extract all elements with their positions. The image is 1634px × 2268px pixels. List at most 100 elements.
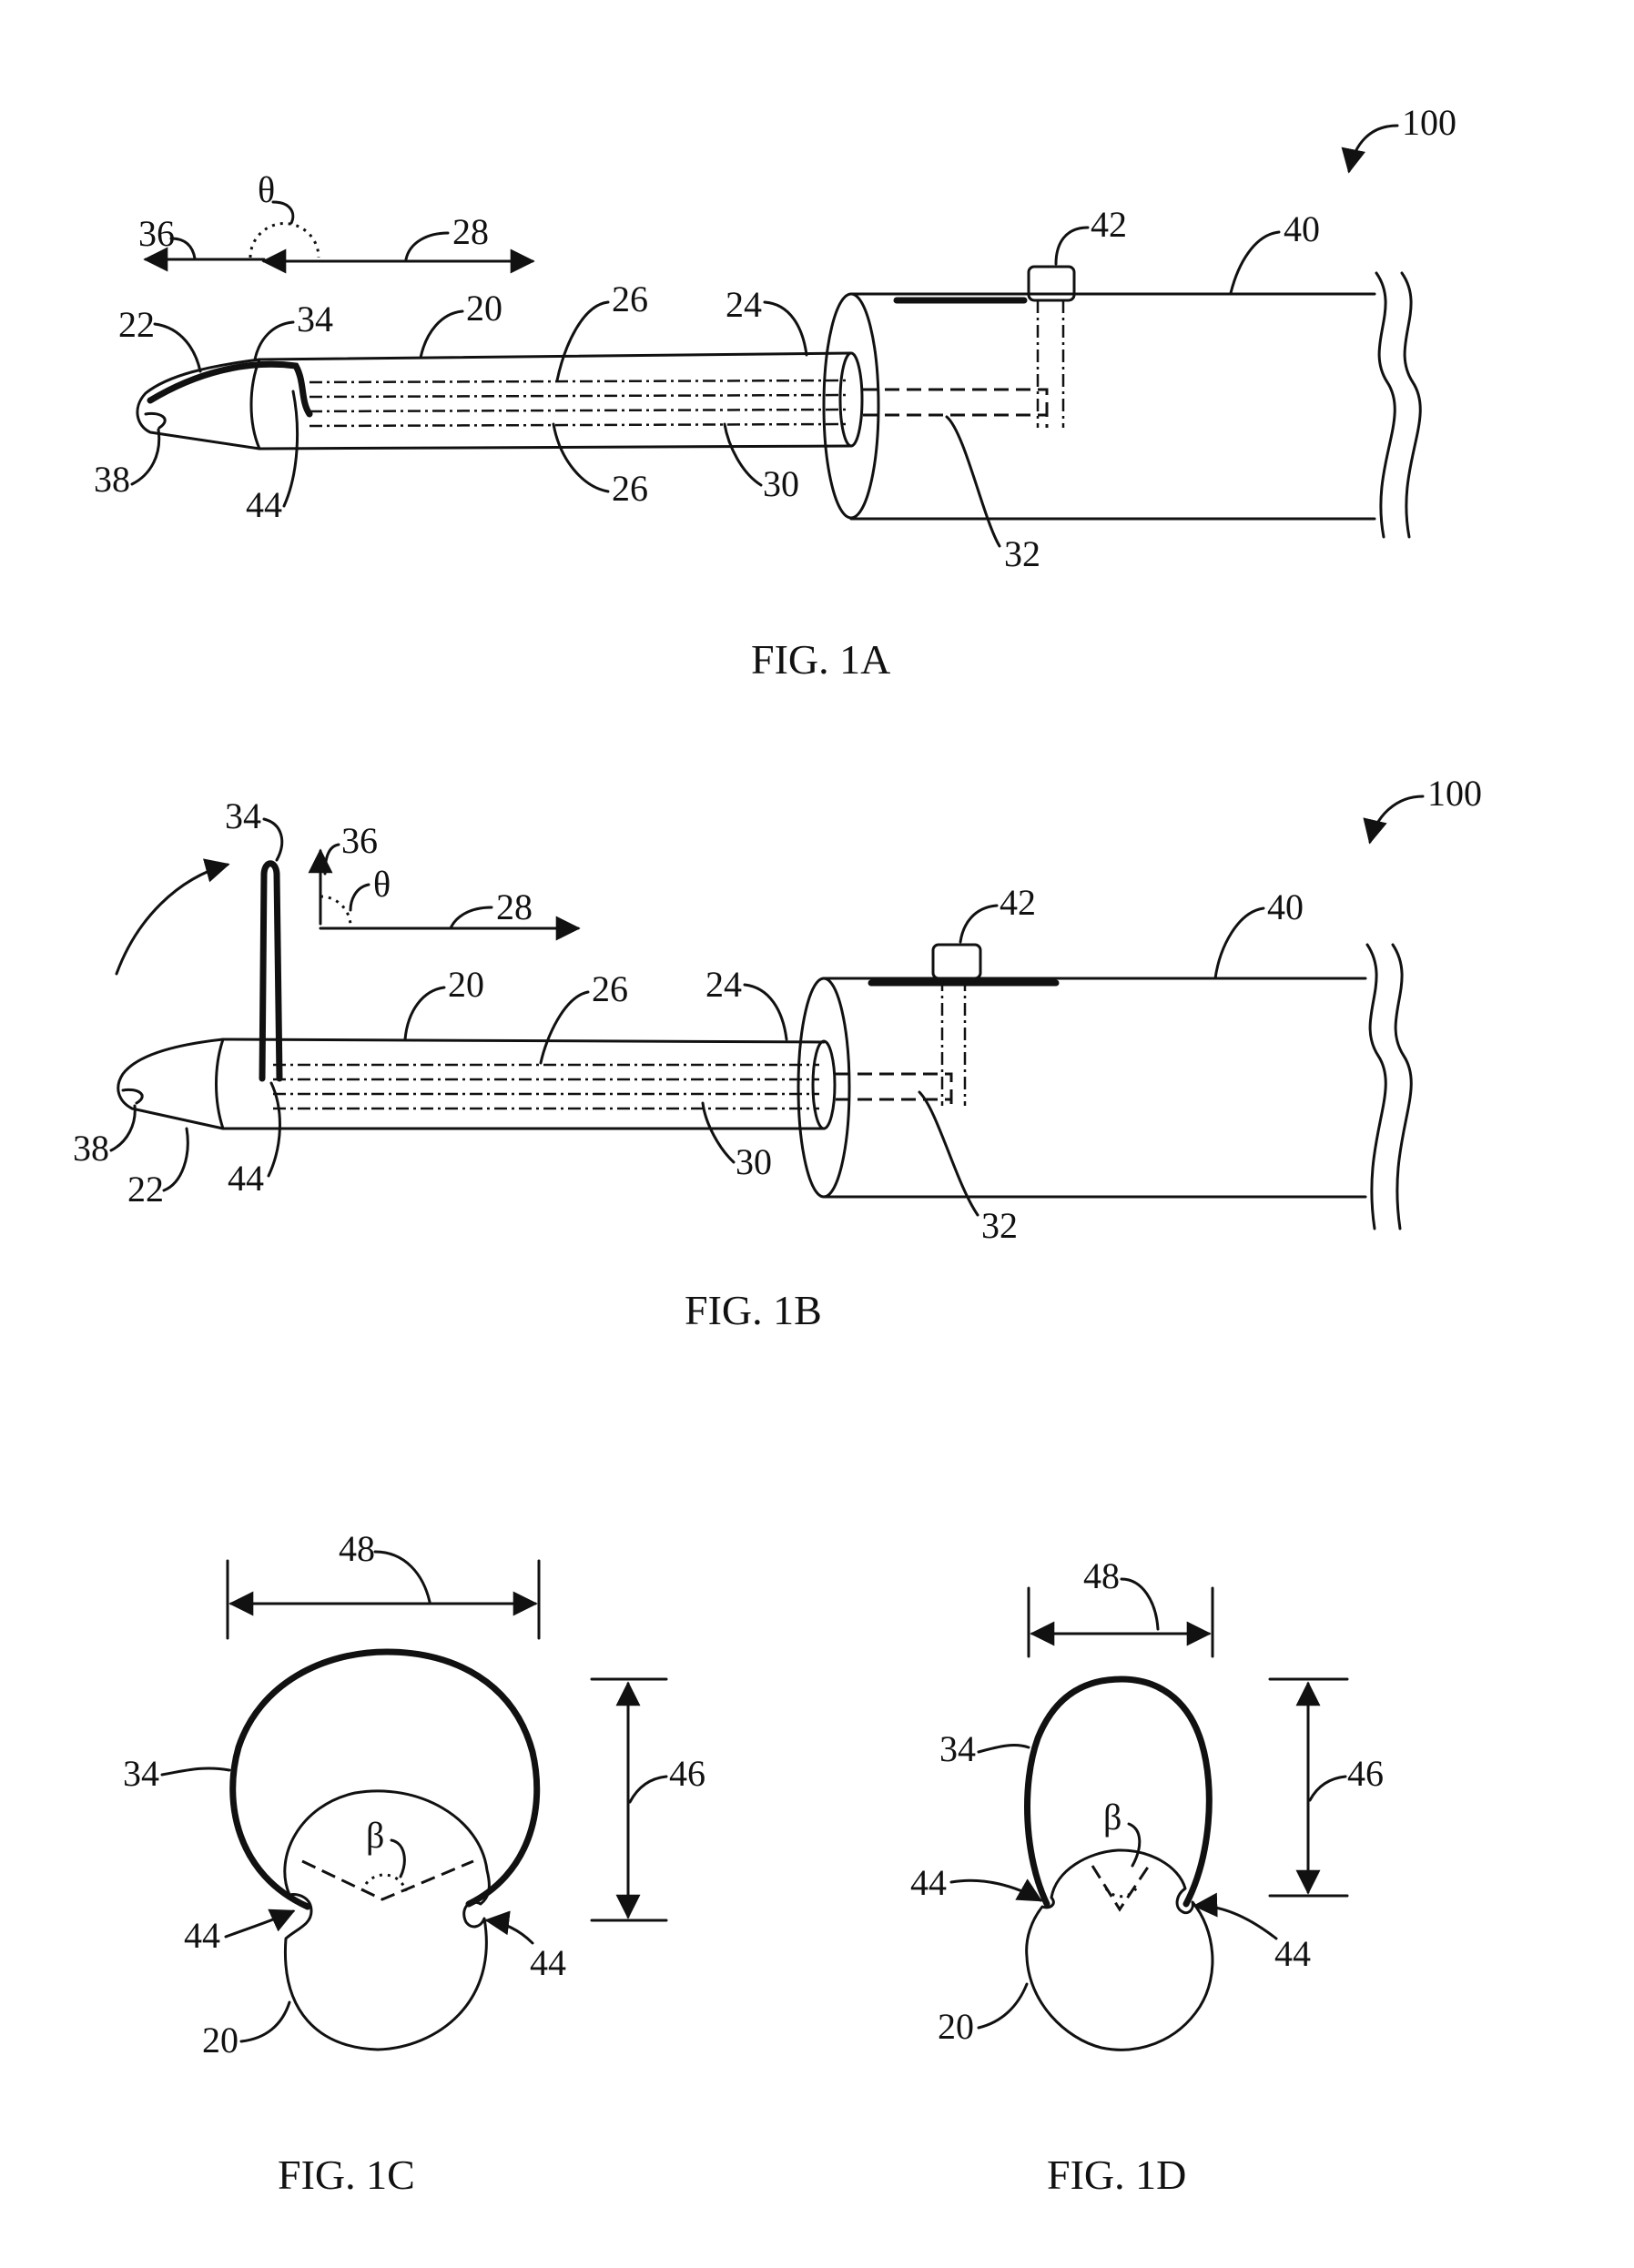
label-34: 34 <box>297 299 333 339</box>
label-38: 38 <box>73 1128 109 1169</box>
leader-44-right <box>487 1920 533 1943</box>
label-100: 100 <box>1402 102 1456 143</box>
label-20: 20 <box>202 2020 239 2060</box>
leader-44-left <box>226 1911 293 1937</box>
leader-44-left <box>951 1880 1040 1900</box>
label-beta: β <box>366 1815 384 1856</box>
leader-22 <box>164 1129 188 1190</box>
label-30: 30 <box>736 1141 772 1182</box>
leader-40 <box>1215 908 1264 978</box>
label-26b: 26 <box>612 468 648 509</box>
label-40: 40 <box>1267 886 1304 927</box>
label-20: 20 <box>448 964 484 1005</box>
leader-34 <box>979 1746 1029 1752</box>
leader-100 <box>1349 126 1397 171</box>
leader-26a <box>557 302 608 380</box>
tip-22 <box>137 359 259 449</box>
actuator-42 <box>1029 267 1074 428</box>
label-38: 38 <box>94 459 130 500</box>
cutting-loop-34 <box>1028 1679 1210 1904</box>
label-42: 42 <box>1091 204 1127 245</box>
label-44-right: 44 <box>1274 1933 1311 1974</box>
label-46: 46 <box>669 1753 705 1794</box>
leader-24 <box>745 985 787 1039</box>
leader-40 <box>1231 232 1279 293</box>
label-44: 44 <box>246 484 282 525</box>
cutting-loop-34 <box>233 1652 537 1907</box>
leader-beta <box>391 1840 404 1877</box>
label-22: 22 <box>127 1169 164 1210</box>
housing-40 <box>824 273 1420 537</box>
label-44-right: 44 <box>530 1942 566 1983</box>
angle-theta-arc <box>250 224 319 258</box>
leader-theta <box>273 202 293 223</box>
leader-26b <box>553 424 608 491</box>
rotation-arrow <box>117 865 228 974</box>
label-20: 20 <box>938 2006 974 2047</box>
leader-38 <box>132 430 159 484</box>
beta-angle-lines <box>1092 1866 1149 1909</box>
label-28: 28 <box>496 886 533 927</box>
label-42: 42 <box>1000 882 1036 923</box>
label-26: 26 <box>592 968 628 1009</box>
label-44-left: 44 <box>910 1862 947 1903</box>
angle-theta-arc <box>320 896 350 928</box>
label-theta: θ <box>258 169 275 210</box>
leader-46 <box>1310 1777 1345 1800</box>
leader-44-right <box>1195 1906 1276 1939</box>
label-34: 34 <box>939 1728 976 1769</box>
leader-30 <box>703 1103 734 1162</box>
label-44-left: 44 <box>184 1915 220 1956</box>
label-24: 24 <box>726 284 762 325</box>
leader-20 <box>241 2002 289 2041</box>
figure-1d: 48 46 β 34 44 44 20 FIG. 1D <box>910 1555 1384 2198</box>
leader-theta <box>350 885 369 910</box>
cutting-wire-34 <box>150 364 310 414</box>
label-20: 20 <box>466 288 502 329</box>
leader-100 <box>1370 796 1423 842</box>
tube-20 <box>223 1039 951 1129</box>
label-48: 48 <box>339 1528 375 1569</box>
tube-cross-section-20 <box>285 1791 490 2050</box>
leader-48 <box>1121 1579 1158 1629</box>
leader-34 <box>255 322 293 359</box>
leader-34 <box>162 1768 229 1775</box>
dimension-48-ticks <box>228 1561 539 1638</box>
dimension-48-ticks <box>1029 1588 1213 1656</box>
label-30: 30 <box>763 463 799 504</box>
label-28: 28 <box>452 211 489 252</box>
leader-36 <box>325 845 339 874</box>
figure-1d-caption: FIG. 1D <box>1047 2152 1186 2198</box>
housing-40 <box>798 945 1411 1229</box>
leader-20 <box>405 987 444 1039</box>
beta-angle-lines <box>302 1861 473 1899</box>
label-44: 44 <box>228 1158 264 1199</box>
actuator-42 <box>933 945 980 1106</box>
leader-48 <box>375 1552 430 1602</box>
label-40: 40 <box>1284 208 1320 249</box>
label-26a: 26 <box>612 278 648 319</box>
leader-30 <box>725 424 761 485</box>
label-32: 32 <box>1004 533 1040 574</box>
cutting-wire-34 <box>262 864 279 1078</box>
figure-1a-caption: FIG. 1A <box>751 636 890 683</box>
leader-20 <box>421 311 462 358</box>
leader-20 <box>979 1984 1027 2028</box>
leader-28 <box>451 907 492 928</box>
figure-1b: 100 34 36 θ 28 42 40 20 26 24 38 22 44 3… <box>73 773 1482 1333</box>
leader-28 <box>406 233 448 259</box>
label-34: 34 <box>225 795 261 836</box>
label-beta: β <box>1103 1797 1121 1838</box>
leader-46 <box>630 1777 666 1802</box>
figure-1b-caption: FIG. 1B <box>685 1287 822 1333</box>
label-36: 36 <box>138 213 175 254</box>
leader-32 <box>947 417 1000 546</box>
label-24: 24 <box>705 964 742 1005</box>
leader-38 <box>111 1106 135 1150</box>
leader-34 <box>264 819 282 860</box>
label-34: 34 <box>123 1753 159 1794</box>
label-22: 22 <box>118 304 155 345</box>
leader-24 <box>765 302 807 355</box>
figure-1c: 48 46 β 34 44 44 20 FIG. 1C <box>123 1528 705 2198</box>
